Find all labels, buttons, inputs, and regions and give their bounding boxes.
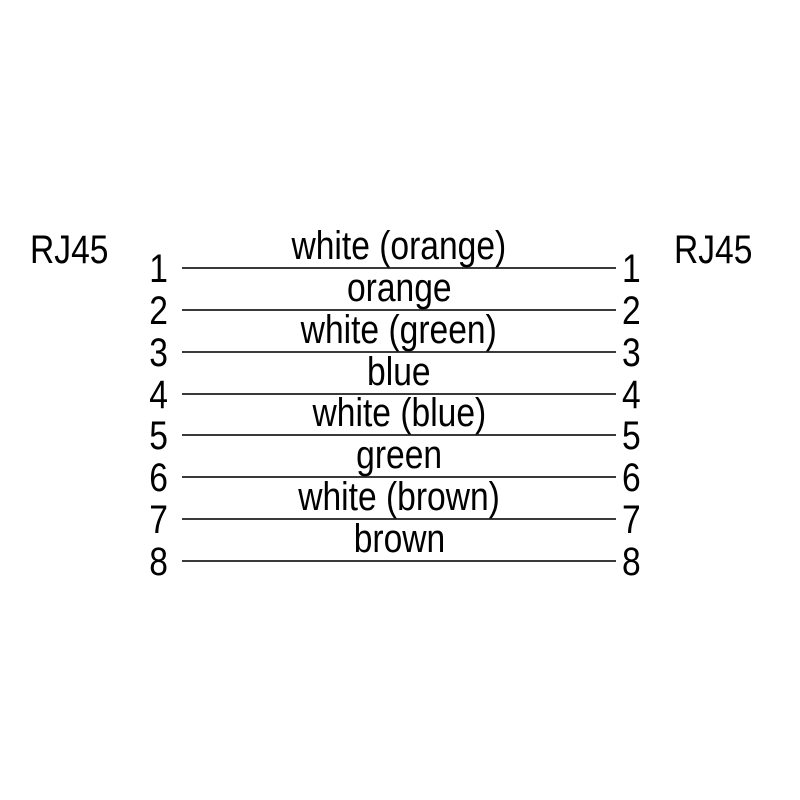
left-pin-number: 8 xyxy=(149,540,168,584)
left-pin-number: 5 xyxy=(149,414,168,458)
left-pin-number: 3 xyxy=(149,331,168,375)
wire-color-text: green xyxy=(356,433,442,477)
left-pin-number: 4 xyxy=(149,373,168,417)
left-pin-number: 2 xyxy=(149,289,168,333)
right-connector-text: RJ45 xyxy=(673,228,752,272)
wire-color-label: orange xyxy=(182,268,616,308)
wire-color-text: white (orange) xyxy=(291,224,507,268)
wire-line xyxy=(182,393,616,395)
wire-color-text: orange xyxy=(346,266,452,310)
wire-color-text: blue xyxy=(367,350,431,394)
wire-line xyxy=(182,476,616,478)
wire-line xyxy=(182,309,616,311)
left-pin-number: 7 xyxy=(149,498,168,542)
wire-color-label: brown xyxy=(182,519,616,559)
wire-color-label: white (green) xyxy=(182,310,616,350)
wire-line xyxy=(182,560,616,562)
wire-line xyxy=(182,518,616,520)
left-pin-number: 6 xyxy=(149,456,168,500)
wire-color-label: blue xyxy=(182,352,616,392)
wire-color-label: white (blue) xyxy=(182,393,616,433)
right-pin-number: 2 xyxy=(622,289,641,333)
right-pin-number: 6 xyxy=(622,456,641,500)
left-pin-number: 1 xyxy=(149,247,168,291)
left-connector-label: RJ45 xyxy=(30,228,123,273)
wire-line xyxy=(182,267,616,269)
wire-line xyxy=(182,351,616,353)
right-pin-number: 1 xyxy=(622,247,641,291)
left-connector-text: RJ45 xyxy=(30,228,109,272)
right-pin-number: 3 xyxy=(622,331,641,375)
right-pin-number: 7 xyxy=(622,498,641,542)
right-connector-label: RJ45 xyxy=(659,228,752,273)
wire-line xyxy=(182,434,616,436)
wire-color-text: white (blue) xyxy=(312,391,486,435)
wire-color-label: green xyxy=(182,435,616,475)
wire-color-text: brown xyxy=(353,517,445,561)
wire-color-text: white (green) xyxy=(300,308,498,352)
wire-color-label: white (orange) xyxy=(182,226,616,266)
right-pin-number: 5 xyxy=(622,414,641,458)
right-pin-number: 4 xyxy=(622,373,641,417)
wire-color-text: white (brown) xyxy=(298,475,500,519)
wire-color-label: white (brown) xyxy=(182,477,616,517)
right-pin-number: 8 xyxy=(622,540,641,584)
